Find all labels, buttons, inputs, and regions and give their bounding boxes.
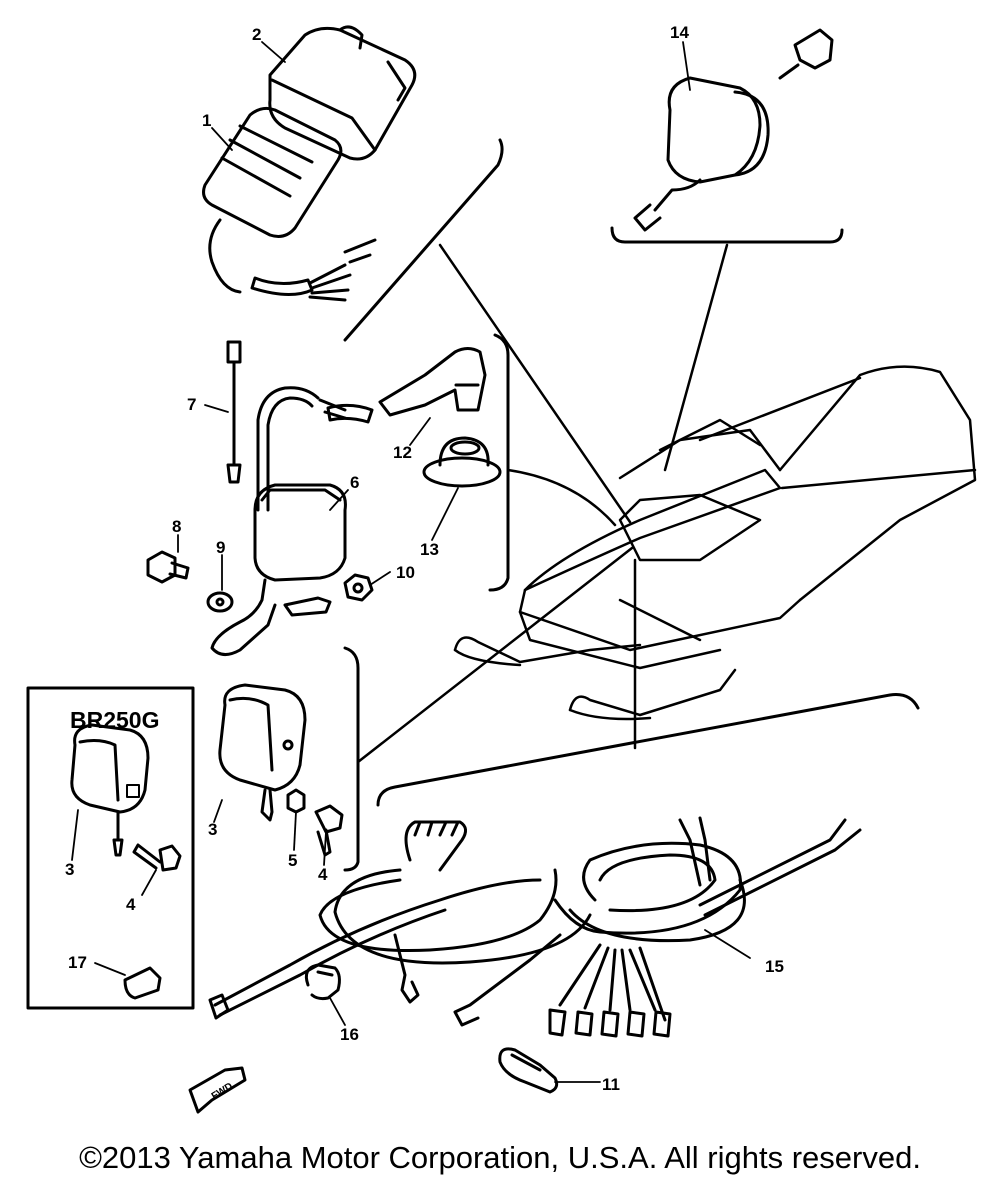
callout-13: 13 — [420, 540, 439, 559]
part-2-cover — [268, 25, 417, 161]
bracket-mid — [488, 333, 510, 592]
parts-diagram: 1 2 14 7 12 6 13 8 9 10 3 5 4 3 4 17 15 … — [26, 23, 977, 1114]
callout-4-main: 4 — [318, 865, 328, 884]
callout-16: 16 — [340, 1025, 359, 1044]
model-inset-box — [26, 686, 195, 1010]
snowmobile-outline — [453, 365, 977, 721]
part-13-cap — [422, 436, 502, 488]
part-3-cdi-unit — [218, 683, 307, 822]
bracket-lower — [343, 646, 360, 872]
part-15-wire-harness — [208, 816, 862, 1038]
callout-9: 9 — [216, 538, 225, 557]
callout-4-inset: 4 — [126, 895, 136, 914]
callout-2: 2 — [252, 25, 261, 44]
inset-part-3-cdi-unit — [70, 723, 150, 814]
part-17-part — [123, 966, 162, 1000]
callout-8: 8 — [172, 517, 181, 536]
callout-15: 15 — [765, 957, 784, 976]
part-8-bolt — [146, 550, 190, 584]
leader-line-mid — [506, 468, 617, 527]
inset-part-4-bolt — [132, 843, 182, 872]
part-14-switch — [633, 28, 834, 232]
part-16-clamp — [304, 963, 341, 1001]
leader-line-lower — [356, 546, 634, 764]
callout-3-main: 3 — [208, 820, 217, 839]
part-11-holder — [498, 1047, 559, 1094]
bracket-harness — [376, 693, 920, 807]
part-10-nut — [343, 573, 374, 602]
callout-7: 7 — [187, 395, 196, 414]
fwd-arrow-icon — [188, 1066, 247, 1114]
fwd-label: FWD — [210, 1081, 235, 1102]
leader-line-1 — [438, 243, 632, 524]
part-5-nut — [286, 788, 306, 814]
part-4-bolt — [314, 804, 344, 857]
bracket-top-right — [610, 226, 844, 244]
part-6-ignition-coil — [210, 386, 374, 656]
callout-1: 1 — [202, 111, 211, 130]
part-1-igniter — [202, 106, 377, 302]
callout-11: 11 — [602, 1075, 620, 1094]
model-label: BR250G — [70, 707, 159, 733]
part-7-lead — [226, 340, 242, 484]
callout-5: 5 — [288, 851, 297, 870]
part-12-plug-cap — [378, 347, 487, 417]
bracket-top-left — [343, 138, 504, 342]
inset-terminal — [112, 810, 124, 857]
callout-14: 14 — [670, 23, 689, 42]
callout-3-inset: 3 — [65, 860, 74, 879]
part-9-washer — [206, 591, 234, 613]
callout-12: 12 — [393, 443, 412, 462]
callout-6: 6 — [350, 473, 359, 492]
copyright-notice: ©2013 Yamaha Motor Corporation, U.S.A. A… — [79, 1140, 921, 1175]
callout-10: 10 — [396, 563, 415, 582]
leader-line-14 — [663, 243, 729, 472]
callout-17: 17 — [68, 953, 87, 972]
